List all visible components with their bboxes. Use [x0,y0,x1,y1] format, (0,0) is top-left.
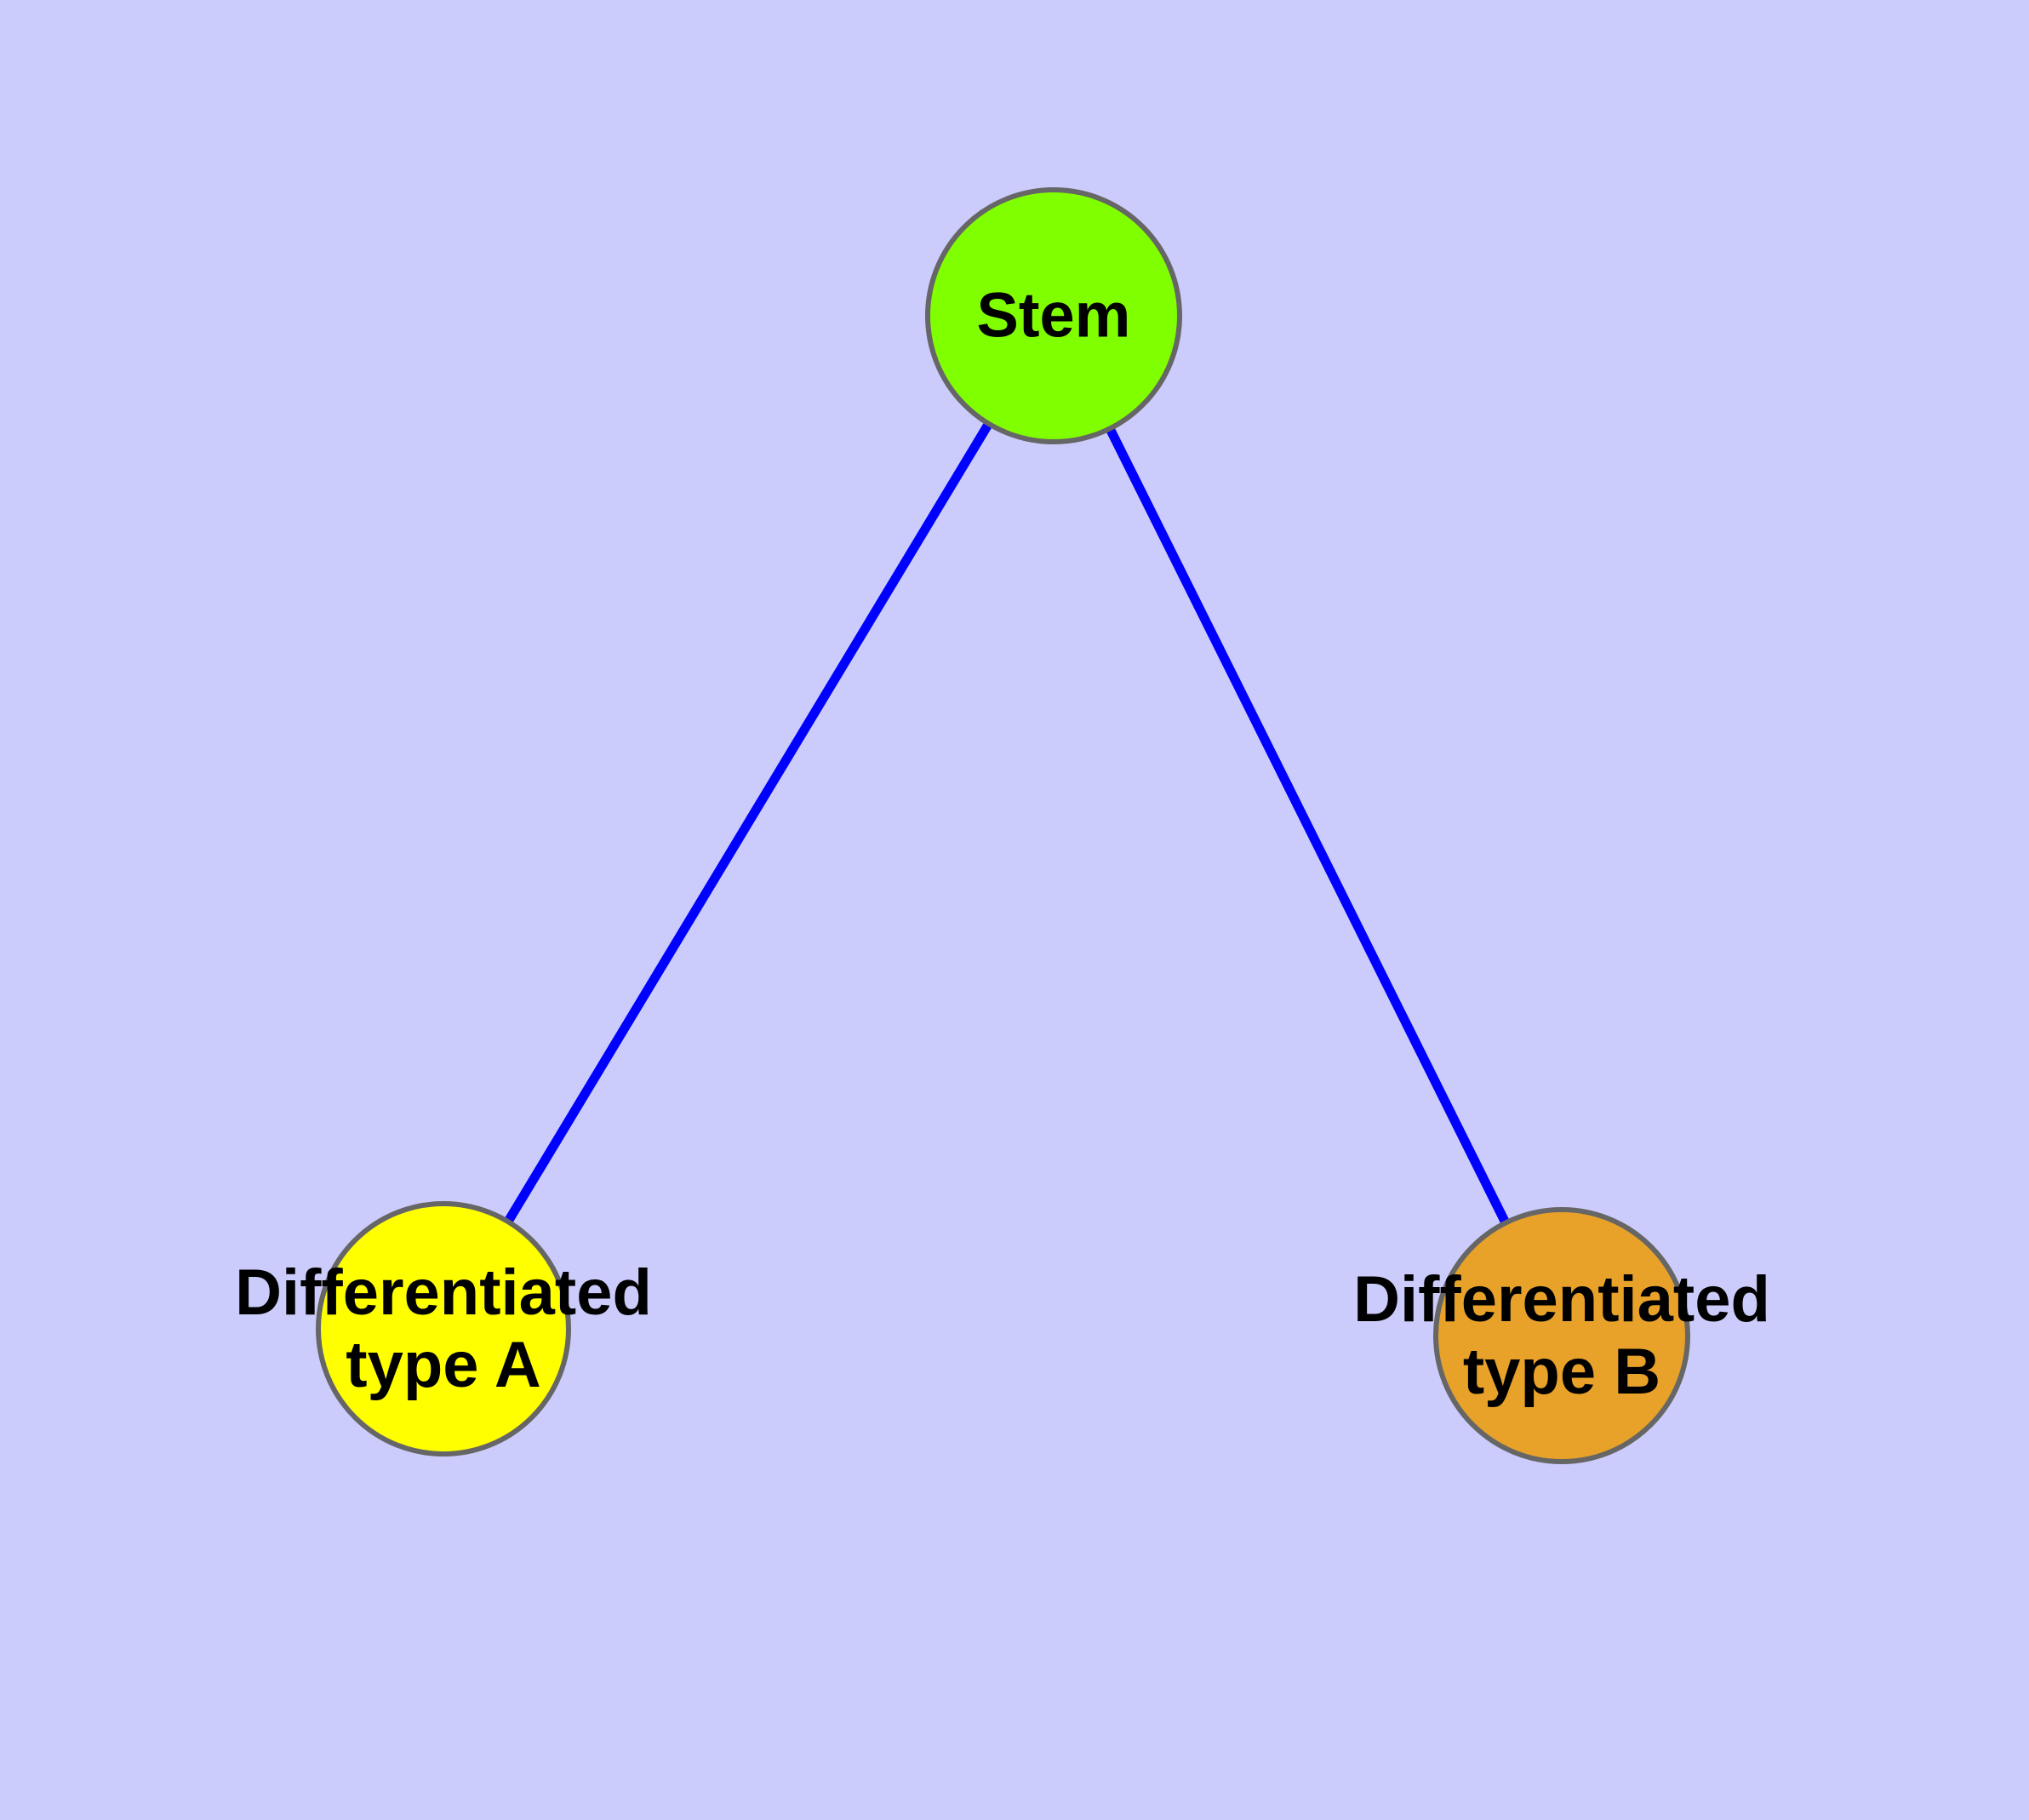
graph-edge-stem-to-b[interactable] [1106,426,1510,1225]
edge-layer [504,421,1510,1225]
graph-node-differentiated-type-a[interactable] [316,1201,571,1457]
graph-node-stem[interactable] [925,187,1182,444]
graph-node-differentiated-type-b[interactable] [1433,1207,1690,1464]
graph-edge-stem-to-a[interactable] [504,421,993,1224]
node-layer [316,187,1690,1464]
